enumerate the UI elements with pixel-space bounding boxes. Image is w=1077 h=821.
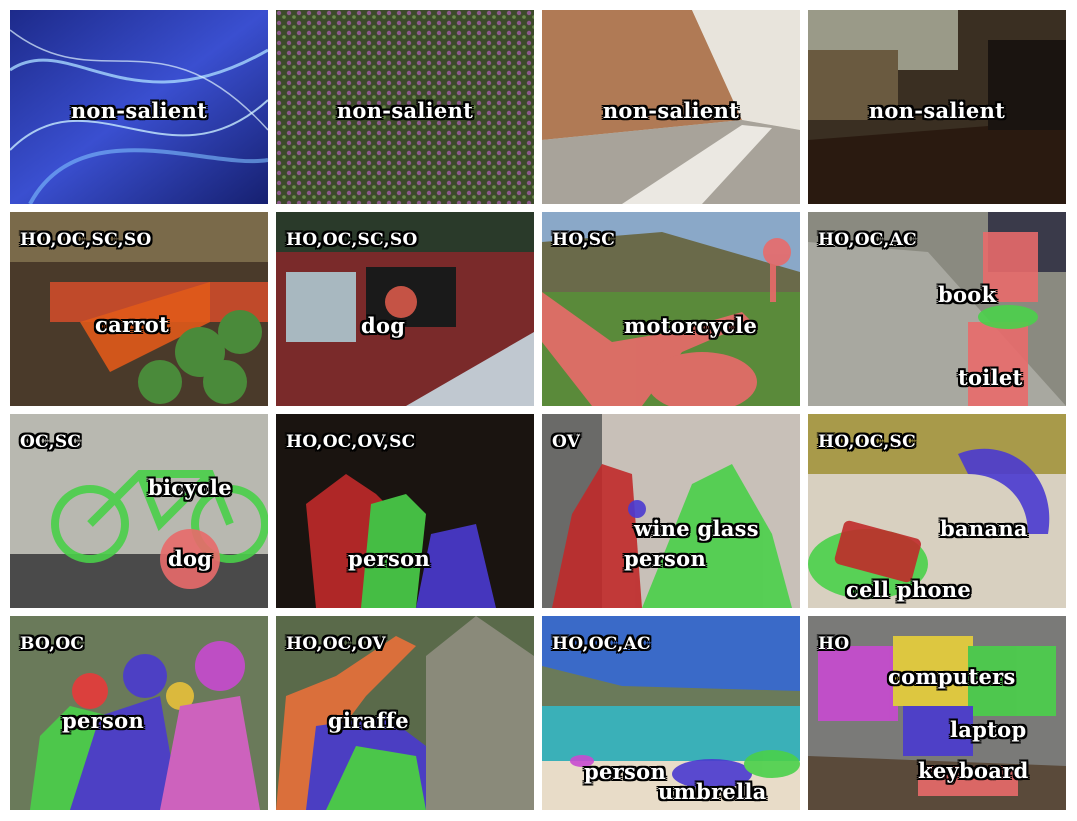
cell-abstract-light: non-salient	[10, 10, 268, 204]
cell-motorcycle: HO,SC motorcycle	[542, 212, 800, 406]
keyboard-mask	[918, 766, 1018, 796]
object-label: banana	[940, 516, 1028, 541]
cell-phone-mask	[834, 520, 921, 583]
cell-market: HO,OC,SC,SO carrot	[10, 212, 268, 406]
object-label: person	[584, 759, 667, 784]
party-persons-photo	[276, 414, 534, 608]
computer-masks	[818, 636, 1056, 796]
object-label: computers	[888, 664, 1016, 689]
category-tag: HO,OC,AC	[552, 634, 651, 654]
toilet-mask	[968, 232, 1038, 406]
category-tag: HO,OC,OV,SC	[286, 432, 416, 452]
object-label: person	[624, 546, 707, 571]
object-label: dog	[361, 313, 406, 338]
umbrella-masks	[570, 750, 800, 789]
cell-wine-glass: OV wine glass person	[542, 414, 800, 608]
bicycle-mask	[51, 470, 268, 563]
cell-beach: HO,OC,AC person umbrella	[542, 616, 800, 810]
cell-desk-banana: HO,OC,SC banana cell phone	[808, 414, 1066, 608]
category-tag: BO,OC	[20, 634, 85, 654]
category-tag: HO,OC,OV	[286, 634, 386, 654]
person-masks	[552, 464, 792, 608]
object-label: toilet	[958, 365, 1023, 390]
bicycle-dog-photo	[10, 414, 268, 608]
carrot-mask	[80, 282, 210, 372]
category-tag: OV	[552, 432, 581, 452]
cell-label: non-salient	[868, 98, 1006, 123]
object-label: umbrella	[658, 779, 767, 804]
object-label: book	[938, 282, 997, 307]
dog-mask	[160, 529, 220, 589]
object-label: carrot	[95, 312, 170, 337]
computers-photo	[808, 616, 1066, 810]
cell-car-dog: HO,OC,SC,SO dog	[276, 212, 534, 406]
category-tag: HO,OC,AC	[818, 230, 917, 250]
desk-banana-photo	[808, 414, 1066, 608]
giraffes-photo	[276, 616, 534, 810]
laptop-mask	[903, 706, 973, 756]
category-tag: HO,OC,SC,SO	[20, 230, 152, 250]
cell-bicycle-dog: OC,SC bicycle dog	[10, 414, 268, 608]
cell-toilet-book: HO,OC,AC book toilet	[808, 212, 1066, 406]
toilet-book-photo	[808, 212, 1066, 406]
object-label: cell phone	[846, 577, 972, 602]
category-tag: OC,SC	[20, 432, 82, 452]
cell-street: non-salient	[542, 10, 800, 204]
cell-giraffes: HO,OC,OV giraffe	[276, 616, 534, 810]
category-tag: HO,OC,SC,SO	[286, 230, 418, 250]
market-photo	[10, 212, 268, 406]
cell-motorbike-riders: BO,OC person	[10, 616, 268, 810]
wine-glass-mask	[628, 500, 646, 518]
category-tag: HO	[818, 634, 850, 654]
giraffe-masks	[276, 636, 426, 810]
object-label: laptop	[950, 717, 1027, 742]
wine-glass-photo	[542, 414, 800, 608]
abstract-light-photo	[10, 10, 268, 204]
living-room-photo	[808, 10, 1066, 204]
object-label: person	[62, 708, 145, 733]
cell-flower-field: non-salient	[276, 10, 534, 204]
street-photo	[542, 10, 800, 204]
cell-label: non-salient	[70, 98, 208, 123]
object-label: bicycle	[148, 475, 232, 500]
object-label: motorcycle	[624, 313, 758, 338]
cell-party-persons: HO,OC,OV,SC person	[276, 414, 534, 608]
image-grid: non-salient non-salient non-salient non-…	[10, 10, 1066, 810]
beach-photo	[542, 616, 800, 810]
object-label: giraffe	[328, 708, 409, 733]
cell-label: non-salient	[336, 98, 474, 123]
object-label: person	[348, 546, 431, 571]
dog-mask	[385, 286, 417, 318]
person-masks	[30, 641, 260, 810]
motorbike-riders-photo	[10, 616, 268, 810]
object-label: dog	[168, 546, 213, 571]
motorcycle-mask	[542, 238, 791, 406]
flower-field-photo	[276, 10, 534, 204]
book-mask	[978, 305, 1038, 329]
object-label: keyboard	[918, 758, 1029, 783]
object-label: wine glass	[634, 516, 759, 541]
cell-label: non-salient	[602, 98, 740, 123]
motorcycle-photo	[542, 212, 800, 406]
banana-mask	[958, 448, 1050, 534]
category-tag: HO,OC,SC	[818, 432, 916, 452]
cell-computers: HO computers laptop keyboard	[808, 616, 1066, 810]
category-tag: HO,SC	[552, 230, 616, 250]
cell-living-room: non-salient	[808, 10, 1066, 204]
car-dog-photo	[276, 212, 534, 406]
person-masks	[306, 474, 496, 608]
